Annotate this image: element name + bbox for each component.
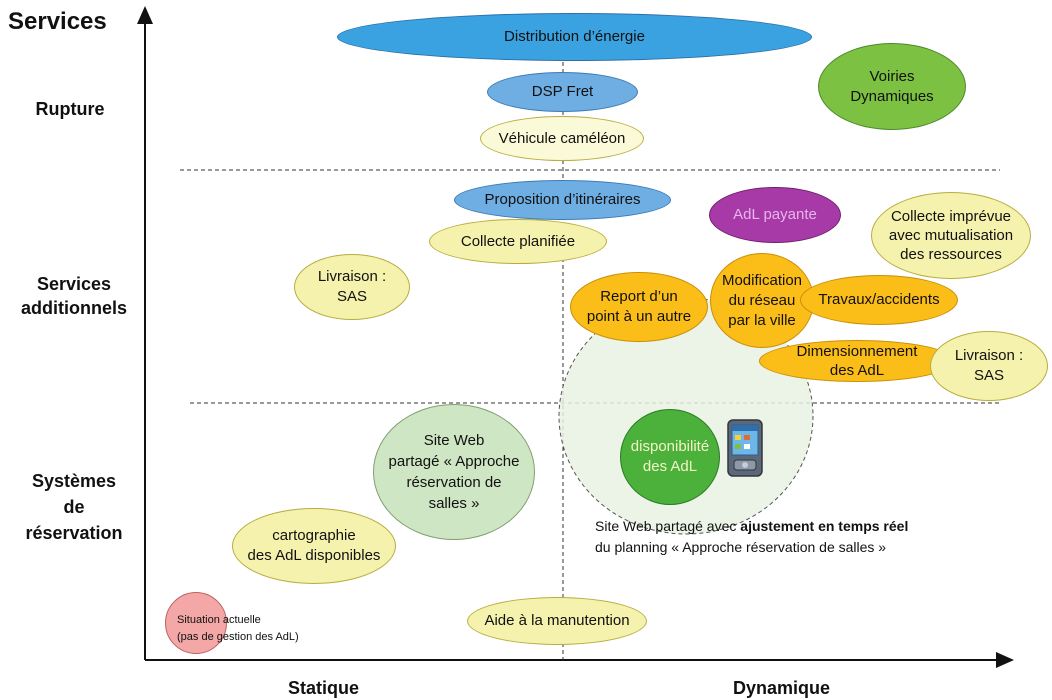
row-label-line: Services [36,274,112,294]
bubble-collecte-planifiee: Collecte planifiée [429,219,607,264]
bubble-disponibilite-adl: disponibilité des AdL [620,409,720,505]
bubble-line: des ressources [900,246,1002,263]
bubble-line: cartographie [272,527,356,544]
row-label-line: de [63,497,85,517]
bubble-dsp-fret: DSP Fret [487,72,638,112]
bubble-line: des AdL [829,362,885,379]
row-label-rupture: Rupture [35,99,105,119]
x-axis-label-dynamique: Dynamique [733,678,831,698]
bubble-line: SAS [336,288,367,305]
bubble-line: Modification [721,271,803,289]
bubble-modification-reseau: Modification du réseau par la ville [710,253,814,348]
bubble-line: disponibilité [630,438,710,455]
bubble-livraison-sas-right: Livraison : SAS [930,331,1048,401]
bubble-line: Dynamiques [850,87,934,105]
bubble-line: réservation de [406,474,502,491]
situation-actuelle-label: Situation actuelle (pas de gestion des A… [177,612,299,646]
row-label-line: additionnels [20,298,127,318]
bubble-line: des AdL disponibles [247,547,381,564]
caption-line-2: du planning « Approche réservation de sa… [595,539,887,555]
bubble-line: avec mutualisation [888,227,1014,244]
bubble-site-web-partage: Site Web partagé « Approche réservation … [373,404,535,540]
bubble-line: SAS [973,367,1004,384]
bubble-dimensionnement: Dimensionnement des AdL [759,340,955,382]
bubble-aide-manutention: Aide à la manutention [467,597,647,645]
bubble-distribution-energie: Distribution d’énergie [337,13,812,61]
bubble-proposition-itineraires: Proposition d’itinéraires [454,180,671,220]
bubble-livraison-sas-left: Livraison : SAS [294,254,410,320]
bubble-line: des AdL [642,458,698,475]
bubble-line: partagé « Approche [388,453,520,470]
row-label-systemes: Systèmes de réservation [14,468,134,546]
bubble-line: Voiries [869,67,915,85]
row-label-services-additionnels: Services additionnels [14,272,134,320]
bubble-line: point à un autre [586,308,692,325]
bubble-adl-payante: AdL payante [709,187,841,243]
row-label-line: Systèmes [31,471,117,491]
bubble-line: Livraison : [954,347,1024,364]
bubble-line: par la ville [728,311,796,329]
y-axis-title: Services [8,8,107,35]
situation-line-2: (pas de gestion des AdL) [177,631,299,643]
bubble-situation-actuelle [165,592,227,654]
caption-bold: ajustement en temps réel [740,518,909,534]
bubble-line: du réseau [728,291,796,309]
bubble-line: Report d’un [600,288,678,305]
caption-line-1: Site Web partagé avec ajustement en temp… [595,516,995,537]
bubble-collecte-imprevue: Collecte imprévue avec mutualisation des… [871,192,1031,279]
bubble-line: salles » [428,495,480,512]
bubble-report-point: Report d’un point à un autre [570,272,708,342]
bubble-line: Collecte imprévue [890,208,1012,225]
bubble-travaux-accidents: Travaux/accidents [800,275,958,325]
situation-line-1: Situation actuelle [177,614,261,626]
pda-icon [727,419,763,477]
caption-prefix: Site Web partagé avec [595,518,741,534]
row-label-line: réservation [25,523,123,543]
bubble-line: Dimensionnement [796,343,918,360]
bubble-vehicule-cameleon: Véhicule caméléon [480,116,644,161]
x-axis-label-statique: Statique [288,678,360,698]
bubble-line: Site Web [423,432,485,449]
caption-site-web-temps-reel: Site Web partagé avec ajustement en temp… [595,516,995,558]
bubble-line: Livraison : [317,268,387,285]
bubble-cartographie: cartographie des AdL disponibles [232,508,396,584]
bubble-voiries-dynamiques: Voiries Dynamiques [818,43,966,130]
